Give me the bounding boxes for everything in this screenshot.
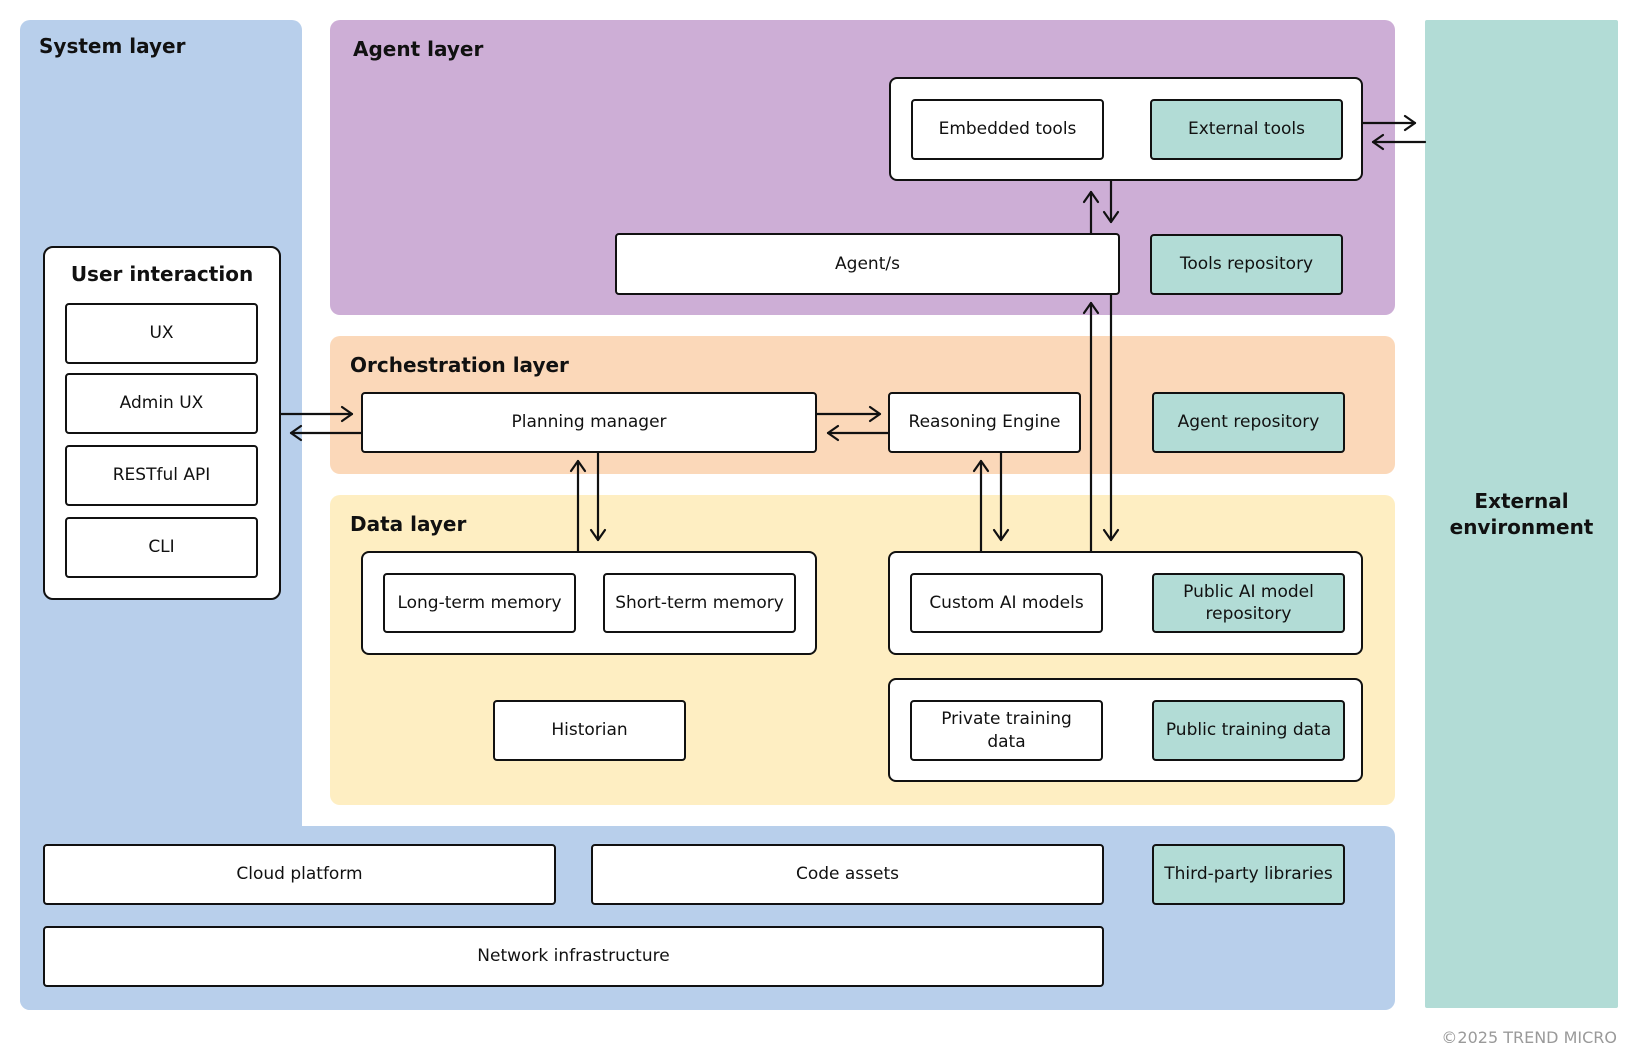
arrow-reasoning-to-models	[992, 451, 1010, 542]
arrow-models-to-agents	[1082, 301, 1100, 553]
arrow-agents-to-models	[1102, 293, 1120, 542]
arrow-planning-to-reasoning	[815, 405, 882, 423]
admin-ux-box: Admin UX	[65, 373, 258, 434]
user-interaction-title: User interaction	[70, 262, 254, 286]
agent-layer-title: Agent layer	[353, 37, 484, 61]
planning-manager-box: Planning manager	[361, 392, 817, 453]
public-ai-model-repository-box: Public AI model repository	[1152, 573, 1345, 633]
external-tools-box: External tools	[1150, 99, 1343, 160]
arrow-tools-to-agents	[1102, 179, 1120, 224]
arrow-planning-to-memory	[589, 451, 607, 542]
system-layer-title: System layer	[39, 34, 186, 58]
long-term-memory-box: Long-term memory	[383, 573, 576, 633]
restful-api-box: RESTful API	[65, 445, 258, 506]
ux-box: UX	[65, 303, 258, 364]
arrow-external-to-tools	[1371, 133, 1427, 151]
tools-repository-box: Tools repository	[1150, 234, 1343, 295]
short-term-memory-box: Short-term memory	[603, 573, 796, 633]
arrow-ui-to-planning	[279, 405, 354, 423]
custom-ai-models-box: Custom AI models	[910, 573, 1103, 633]
arrow-tools-to-external	[1361, 114, 1417, 132]
private-training-data-box: Private training data	[910, 700, 1103, 761]
agents-box: Agent/s	[615, 233, 1120, 295]
orchestration-layer-title: Orchestration layer	[350, 353, 569, 377]
cli-box: CLI	[65, 517, 258, 578]
arrow-models-to-reasoning	[972, 459, 990, 553]
external-environment: External environment	[1425, 20, 1618, 1008]
code-assets-box: Code assets	[591, 844, 1104, 905]
arrow-agents-to-tools	[1082, 190, 1100, 235]
arrow-memory-to-planning	[569, 459, 587, 553]
embedded-tools-box: Embedded tools	[911, 99, 1104, 160]
arrow-reasoning-to-planning	[826, 424, 890, 442]
third-party-libraries-box: Third-party libraries	[1152, 844, 1345, 905]
copyright: ©2025 TREND MICRO	[1441, 1028, 1617, 1047]
agent-repository-box: Agent repository	[1152, 392, 1345, 453]
cloud-platform-box: Cloud platform	[43, 844, 556, 905]
historian-box: Historian	[493, 700, 686, 761]
network-infrastructure-box: Network infrastructure	[43, 926, 1104, 987]
public-training-data-box: Public training data	[1152, 700, 1345, 761]
data-layer-title: Data layer	[350, 512, 467, 536]
reasoning-engine-box: Reasoning Engine	[888, 392, 1081, 453]
arrow-planning-to-ui	[289, 424, 363, 442]
